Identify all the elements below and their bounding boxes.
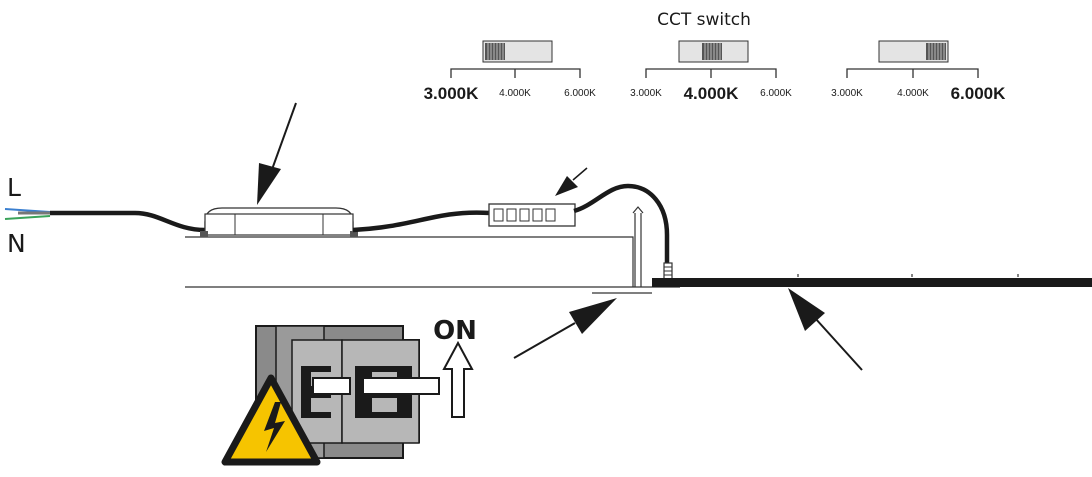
led-panel bbox=[652, 274, 1092, 287]
cct-switch-group-6000k: 3.000K 4.000K 6.000K bbox=[831, 40, 1007, 103]
cct-slider-knob bbox=[926, 43, 946, 60]
cct-switch-title: CCT switch bbox=[657, 10, 751, 30]
live-wire-label: L bbox=[7, 173, 21, 202]
wire-ends bbox=[4, 208, 51, 220]
ceiling-plate bbox=[185, 236, 680, 294]
cct-switch-group-3000k: 3.000K 4.000K 6.000K bbox=[424, 40, 596, 103]
breaker-toggle-left bbox=[312, 377, 351, 395]
cct-scale-bracket bbox=[645, 68, 777, 78]
cct-label-4000k: 4.000K bbox=[897, 88, 929, 99]
cct-label-4000k: 4.000K bbox=[499, 88, 531, 99]
cct-slider-knob bbox=[485, 43, 505, 60]
cct-label-4000k: 4.000K bbox=[684, 84, 740, 103]
cct-scale-bracket bbox=[846, 68, 979, 78]
arrow-to-panel bbox=[788, 288, 863, 371]
cct-slider-knob bbox=[702, 43, 722, 60]
mounting-bracket bbox=[632, 206, 644, 287]
cct-label-6000k: 6.000K bbox=[564, 88, 596, 99]
connector-block bbox=[488, 203, 576, 227]
cct-label-3000k: 3.000K bbox=[424, 84, 480, 103]
arrow-to-driver bbox=[257, 102, 297, 205]
cct-label-3000k: 3.000K bbox=[630, 88, 662, 99]
cct-label-6000k: 6.000K bbox=[951, 84, 1007, 103]
cct-label-3000k: 3.000K bbox=[831, 88, 863, 99]
arrow-to-connector bbox=[555, 167, 588, 196]
cct-label-6000k: 6.000K bbox=[760, 88, 792, 99]
neutral-wire-label: N bbox=[7, 229, 26, 258]
led-driver bbox=[200, 207, 358, 237]
breaker-on-label: ON bbox=[433, 316, 477, 346]
cable-clip bbox=[663, 262, 673, 280]
mains-cable bbox=[50, 210, 206, 233]
up-arrow-icon bbox=[442, 340, 474, 418]
arrow-to-bracket bbox=[513, 298, 617, 359]
driver-output-cable bbox=[352, 210, 491, 233]
panel-cable bbox=[573, 183, 670, 275]
breaker-toggle-right bbox=[362, 377, 440, 395]
high-voltage-warning-icon bbox=[221, 374, 321, 466]
cct-switch-group-4000k: 3.000K 4.000K 6.000K bbox=[630, 40, 792, 103]
cct-scale-bracket bbox=[450, 68, 581, 78]
